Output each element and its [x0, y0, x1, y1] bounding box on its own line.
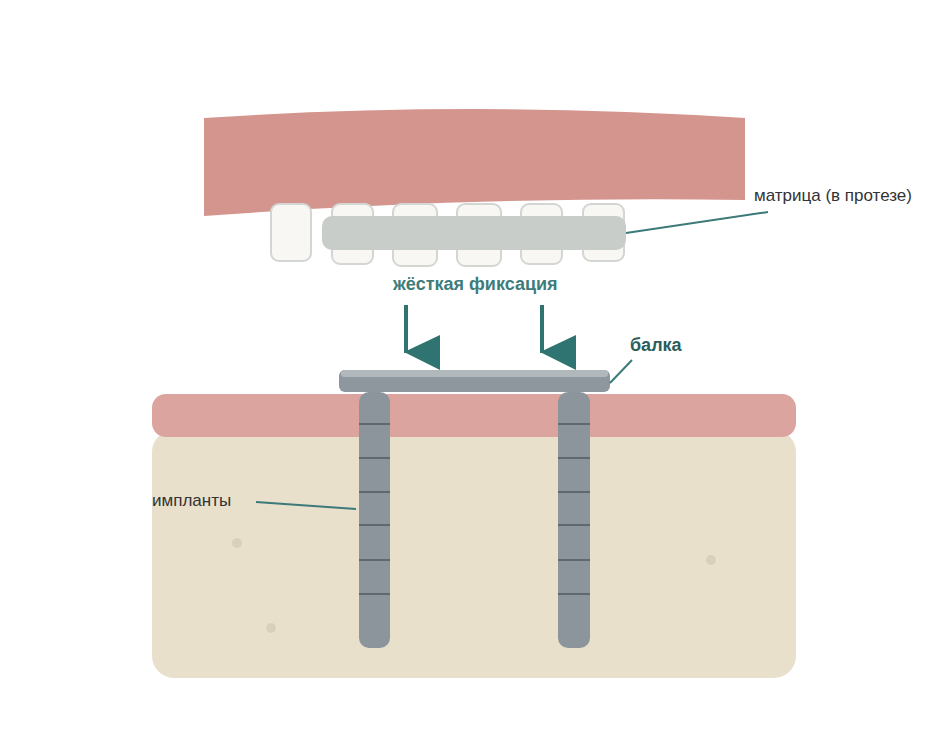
bone-dot [232, 538, 242, 548]
implant [359, 392, 390, 648]
thread [359, 491, 390, 493]
arrow-head [404, 335, 440, 370]
lower-gum [152, 394, 796, 437]
implant [558, 392, 590, 648]
thread [558, 524, 590, 526]
tooth [271, 204, 311, 261]
arrow-shaft [540, 305, 544, 353]
implant-threads [359, 424, 590, 594]
leader-line [626, 212, 768, 233]
part-label: матрица (в протезе) [754, 186, 912, 206]
leader-line [256, 502, 356, 509]
thread [359, 423, 390, 425]
arrow-head [540, 335, 576, 370]
bone-dot [266, 623, 276, 633]
bone-dot [706, 555, 716, 565]
upper-gum [204, 109, 745, 216]
thread [558, 457, 590, 459]
thread [359, 593, 390, 595]
bone [152, 430, 796, 678]
beam-highlight [341, 370, 608, 377]
thread [558, 593, 590, 595]
matrix-bar [322, 216, 626, 250]
thread [558, 423, 590, 425]
arrow-shaft [404, 305, 408, 353]
implants [359, 392, 590, 648]
annotation-label: жёсткая фиксация [393, 274, 558, 296]
thread [359, 457, 390, 459]
bone-dots [232, 538, 716, 633]
leader-line [610, 360, 632, 383]
thread [558, 491, 590, 493]
thread [359, 524, 390, 526]
thread [359, 559, 390, 561]
part-label: импланты [152, 491, 231, 511]
thread [558, 559, 590, 561]
part-label: балка [630, 335, 682, 357]
force-arrows [404, 305, 576, 370]
beam [339, 370, 610, 392]
